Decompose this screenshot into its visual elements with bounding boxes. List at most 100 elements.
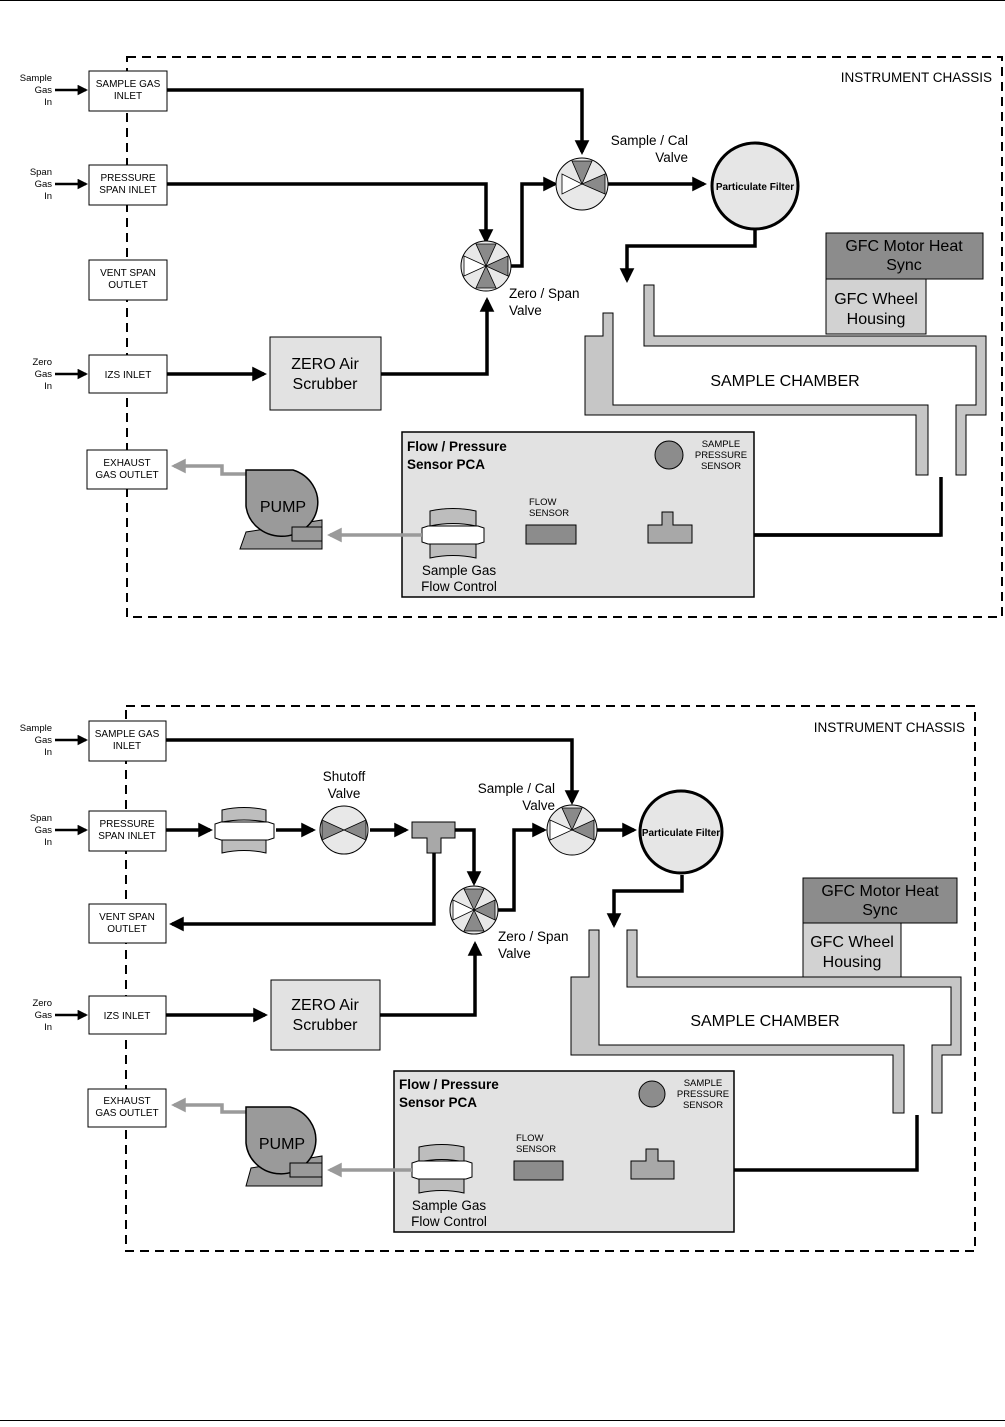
port-izs-inlet: IZS INLET Zero Gas In — [32, 354, 168, 394]
svg-text:SPAN INLET: SPAN INLET — [98, 831, 156, 842]
span-flow-restrictor-icon — [214, 807, 275, 854]
port-exhaust-gas-outlet: EXHAUST GAS OUTLET — [87, 1088, 167, 1128]
sample-line — [166, 738, 580, 805]
sample-chamber-label: SAMPLE CHAMBER — [690, 1013, 839, 1030]
pressure-sensor-icon — [638, 1080, 666, 1108]
svg-text:Sample Gas: Sample Gas — [412, 1198, 487, 1213]
zero-span-valve-label: Zero / Span — [498, 929, 569, 944]
svg-text:Valve: Valve — [498, 946, 531, 961]
sample-line — [167, 88, 590, 155]
pump-icon — [245, 1106, 323, 1187]
svg-text:Zero: Zero — [32, 357, 52, 368]
svg-text:IZS INLET: IZS INLET — [105, 370, 152, 381]
svg-text:SENSOR: SENSOR — [701, 461, 741, 472]
sample-chamber-label: SAMPLE CHAMBER — [710, 373, 859, 390]
flow-control-orifice-icon — [411, 1144, 473, 1194]
pump-label: PUMP — [260, 499, 306, 516]
svg-text:In: In — [44, 1022, 52, 1033]
flow-control-orifice-icon — [421, 508, 485, 559]
port-vent-span-outlet: VENT SPAN OUTLET — [88, 903, 167, 944]
svg-text:GFC Motor Heat: GFC Motor Heat — [821, 883, 939, 900]
svg-text:IZS INLET: IZS INLET — [104, 1011, 151, 1022]
instrument-chassis-boundary — [125, 705, 976, 1252]
gas-lines — [167, 88, 943, 543]
svg-text:Flow / Pressure: Flow / Pressure — [407, 439, 507, 454]
svg-text:FLOW: FLOW — [516, 1133, 543, 1144]
svg-text:Span: Span — [30, 813, 52, 824]
port-vent-span-outlet: VENT SPAN OUTLET — [88, 259, 168, 301]
pressure-sensor-icon — [654, 440, 684, 470]
svg-text:Gas: Gas — [35, 1010, 53, 1021]
svg-text:Gas: Gas — [35, 735, 53, 746]
diagram-1: INSTRUMENT CHASSIS SAMPLE GAS INLET Samp… — [20, 56, 1003, 618]
svg-text:Sensor PCA: Sensor PCA — [399, 1095, 477, 1110]
flow-sensor-icon — [525, 524, 577, 545]
filter-to-chamber-line — [619, 228, 757, 283]
svg-text:Flow Control: Flow Control — [411, 1214, 487, 1229]
svg-text:SAMPLE: SAMPLE — [684, 1078, 723, 1089]
shutoff-valve-icon — [319, 805, 369, 855]
svg-text:In: In — [44, 97, 52, 108]
vent-line — [169, 853, 436, 932]
zero-span-valve-icon — [460, 240, 512, 292]
svg-text:Gas: Gas — [35, 825, 53, 836]
diagram-2: INSTRUMENT CHASSIS SAMPLE GAS INLET Samp… — [20, 705, 976, 1252]
svg-text:GFC Wheel: GFC Wheel — [834, 291, 918, 308]
shutoff-valve-label: Shutoff — [323, 769, 366, 784]
span-line — [167, 182, 494, 244]
svg-text:Valve: Valve — [655, 150, 688, 165]
svg-text:INLET: INLET — [114, 91, 142, 102]
svg-text:ZERO Air: ZERO Air — [291, 997, 359, 1014]
particulate-filter-label: Particulate Filter — [642, 828, 720, 839]
tee-fitting-icon — [647, 511, 693, 544]
zero-span-to-cal-line — [497, 822, 547, 912]
tee-fitting-icon — [630, 1148, 675, 1180]
svg-text:Span: Span — [30, 167, 52, 178]
instrument-chassis-boundary — [126, 56, 1003, 618]
port-pressure-span-inlet: PRESSURE SPAN INLET Span Gas In — [30, 164, 168, 206]
svg-text:EXHAUST: EXHAUST — [103, 1096, 150, 1107]
scrubber-to-valve-line — [381, 297, 495, 376]
svg-text:VENT SPAN: VENT SPAN — [100, 268, 156, 279]
particulate-filter-icon — [710, 141, 800, 231]
svg-text:FLOW: FLOW — [529, 497, 556, 508]
port-pressure-span-inlet: PRESSURE SPAN INLET Span Gas In — [30, 810, 167, 852]
particulate-filter-icon — [638, 789, 724, 875]
svg-text:GAS OUTLET: GAS OUTLET — [95, 470, 158, 481]
svg-text:In: In — [44, 837, 52, 848]
zero-span-to-cal-line — [510, 176, 558, 268]
sample-cal-valve-label: Sample / Cal — [478, 781, 555, 796]
svg-text:ZERO Air: ZERO Air — [291, 356, 359, 373]
gfc-motor-box — [825, 232, 984, 280]
port-exhaust-gas-outlet: EXHAUST GAS OUTLET — [86, 449, 168, 490]
gas-lines — [166, 738, 919, 1178]
zero-air-scrubber — [269, 336, 382, 411]
port-sample-gas-inlet: SAMPLE GAS INLET Sample Gas In — [20, 720, 167, 762]
sample-chamber-wall-left — [584, 312, 929, 476]
svg-text:SENSOR: SENSOR — [516, 1144, 556, 1155]
filter-to-chamber-line — [606, 875, 684, 928]
sample-cal-valve-icon — [555, 157, 609, 211]
svg-text:Sample: Sample — [20, 723, 52, 734]
port-sample-gas-inlet: SAMPLE GAS INLET Sample Gas In — [20, 70, 168, 112]
gfc-wheel-housing — [825, 278, 927, 335]
svg-text:In: In — [44, 191, 52, 202]
svg-text:SAMPLE GAS: SAMPLE GAS — [95, 729, 160, 740]
pump-icon — [239, 469, 323, 550]
sample-chamber-wall-left — [570, 929, 905, 1114]
svg-text:GFC Wheel: GFC Wheel — [810, 934, 894, 951]
svg-text:Flow / Pressure: Flow / Pressure — [399, 1077, 499, 1092]
sample-cal-valve-label: Sample / Cal — [611, 133, 688, 148]
pump-label: PUMP — [259, 1136, 305, 1153]
svg-text:Gas: Gas — [35, 179, 53, 190]
svg-text:Scrubber: Scrubber — [293, 376, 359, 393]
zero-air-scrubber — [270, 979, 381, 1051]
bottom-rule — [0, 1420, 1005, 1421]
svg-text:Housing: Housing — [847, 311, 906, 328]
svg-text:PRESSURE: PRESSURE — [677, 1089, 729, 1100]
svg-text:Gas: Gas — [35, 369, 53, 380]
sample-chamber-wall-right — [643, 284, 987, 476]
svg-text:Sync: Sync — [886, 257, 922, 274]
chassis-label: INSTRUMENT CHASSIS — [841, 70, 992, 85]
